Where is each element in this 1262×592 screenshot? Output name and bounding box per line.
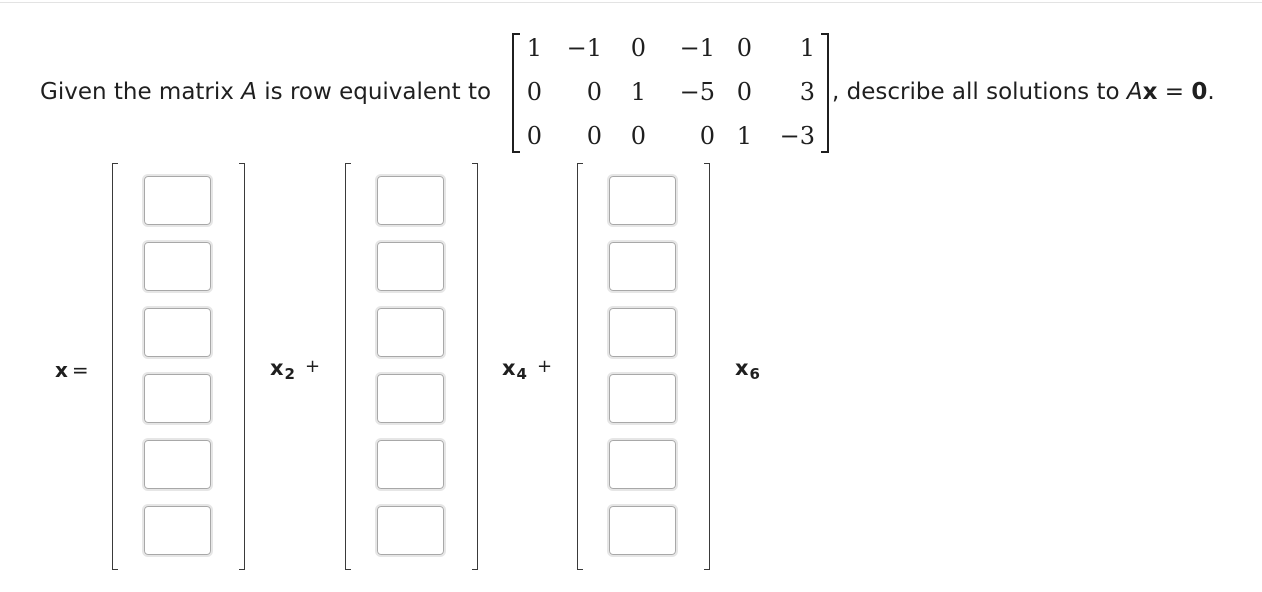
matrix-entry: 0 (630, 34, 646, 62)
matrix-entry: −1 (566, 34, 602, 62)
vector-left-bracket (345, 163, 351, 570)
top-divider (0, 2, 1262, 3)
vector-1-entry-1-input[interactable] (142, 174, 213, 227)
question-prompt-end: , describe all solutions to Ax = 0. (832, 78, 1215, 106)
vector-2-entry-1-input[interactable] (375, 174, 446, 227)
matrix-entry: 0 (526, 122, 542, 150)
vector-3-entry-3-input[interactable] (607, 306, 678, 359)
answer-vector-3 (577, 163, 710, 570)
vector-left-bracket (112, 163, 118, 570)
matrix-entry: 0 (526, 78, 542, 106)
equation-matrix-symbol: A (1126, 79, 1143, 105)
vector-3-entry-5-input[interactable] (607, 438, 678, 491)
vector-right-bracket (472, 163, 478, 570)
equation-equals: = (1157, 79, 1192, 105)
vector-1-entry-2-input[interactable] (142, 240, 213, 293)
vector-1-entry-5-input[interactable] (142, 438, 213, 491)
coefficient-var: x (502, 356, 516, 380)
matrix-symbol: A (241, 79, 257, 105)
matrix-right-bracket (821, 33, 829, 153)
plus-operator: + (304, 356, 321, 377)
vector-3-entry-4-input[interactable] (607, 372, 678, 425)
matrix-left-bracket (512, 33, 520, 153)
vector-2-entry-3-input[interactable] (375, 306, 446, 359)
vector-3-entry-2-input[interactable] (607, 240, 678, 293)
vector-1-entry-3-input[interactable] (142, 306, 213, 359)
vector-3-entry-6-input[interactable] (607, 504, 678, 557)
matrix-entry: 0 (630, 122, 646, 150)
matrix-entry: 0 (736, 78, 752, 106)
matrix-entry: −1 (679, 34, 715, 62)
coefficient-subscript: 4 (516, 365, 527, 383)
vector-2-coefficient: x4 + (502, 356, 552, 383)
matrix-entry: −3 (779, 122, 815, 150)
matrix-entry: 3 (799, 78, 815, 106)
vector-1-coefficient: x2 + (270, 356, 320, 383)
vector-1-entry-6-input[interactable] (142, 504, 213, 557)
coefficient-var: x (735, 356, 749, 380)
question-describe-text: describe all solutions to (839, 79, 1127, 105)
vector-right-bracket (239, 163, 245, 570)
matrix-entry: 1 (799, 34, 815, 62)
coefficient-subscript: 6 (749, 365, 760, 383)
question-given-prefix: Given the matrix (40, 79, 242, 105)
answer-vector-2 (345, 163, 478, 570)
coefficient-subscript: 2 (284, 365, 295, 383)
solution-lhs: x= (55, 358, 89, 382)
question-comma: , (832, 79, 840, 105)
vector-1-entry-4-input[interactable] (142, 372, 213, 425)
matrix-entry: 1 (736, 122, 752, 150)
vector-2-entry-6-input[interactable] (375, 504, 446, 557)
vector-3-coefficient: x6 (735, 356, 760, 383)
solution-lhs-var: x (55, 358, 68, 382)
coefficient-var: x (270, 356, 284, 380)
vector-right-bracket (704, 163, 710, 570)
equation-vector-symbol: x (1142, 79, 1158, 105)
vector-left-bracket (577, 163, 583, 570)
vector-2-entry-2-input[interactable] (375, 240, 446, 293)
matrix-entry: 0 (586, 78, 602, 106)
answer-vector-1 (112, 163, 245, 570)
matrix-entry: 1 (526, 34, 542, 62)
matrix-entry: 0 (699, 122, 715, 150)
vector-2-entry-4-input[interactable] (375, 372, 446, 425)
plus-operator: + (536, 356, 553, 377)
question-given-suffix: is row equivalent to (256, 79, 492, 105)
matrix-entry: 0 (736, 34, 752, 62)
vector-3-entry-1-input[interactable] (607, 174, 678, 227)
vector-2-entry-5-input[interactable] (375, 438, 446, 491)
matrix-entry: 0 (586, 122, 602, 150)
equation-period: . (1207, 79, 1215, 105)
question-prompt-start: Given the matrix A is row equivalent to (40, 78, 491, 106)
solution-lhs-equals: = (71, 358, 89, 382)
matrix-entry: −5 (679, 78, 715, 106)
matrix-row: 1 −1 0 −1 0 1 (512, 33, 829, 63)
matrix-entry: 1 (630, 78, 646, 106)
equation-zero-vector: 0 (1191, 79, 1208, 105)
